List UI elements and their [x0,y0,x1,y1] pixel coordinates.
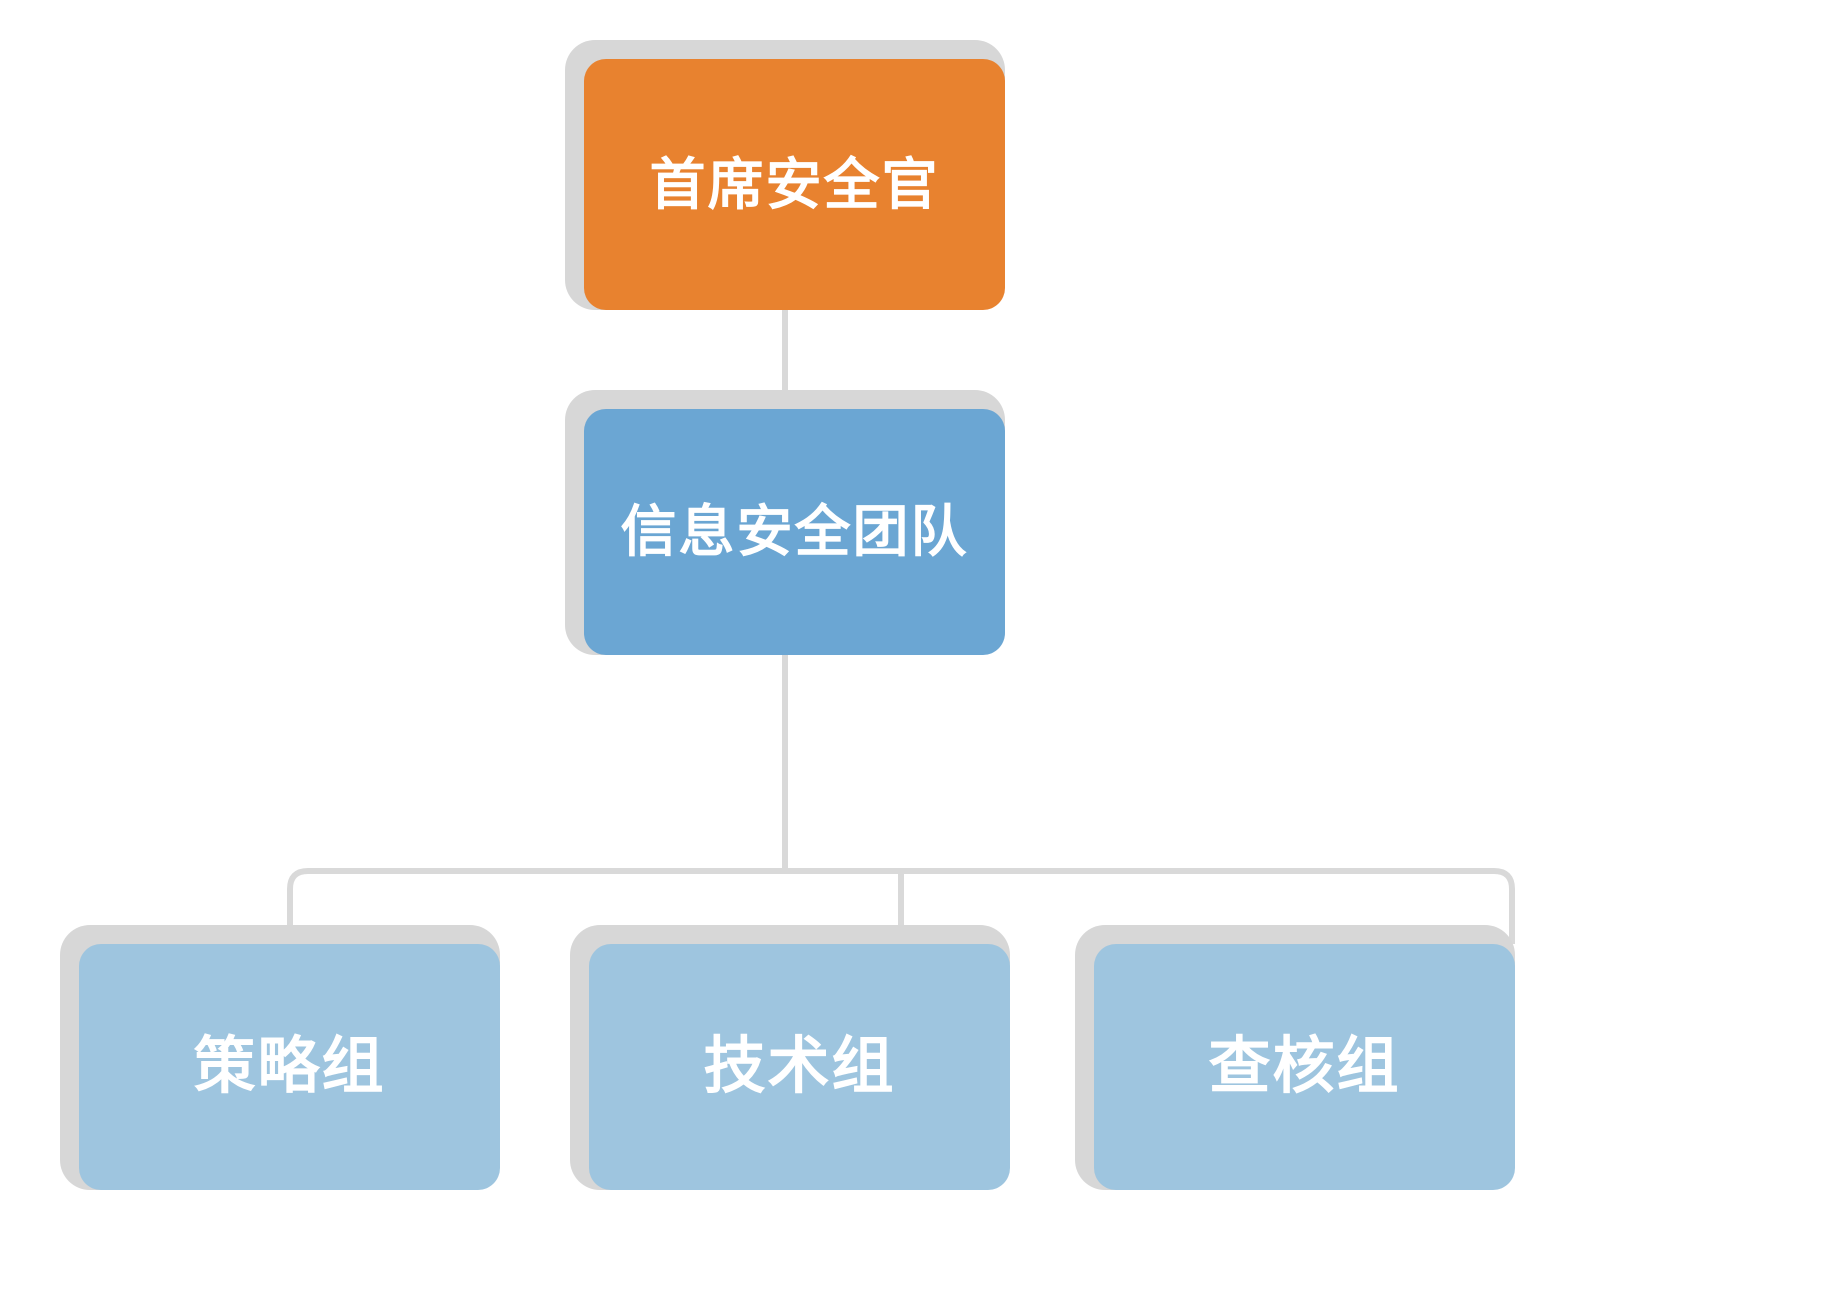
node-body: 技术组 [589,944,1010,1190]
org-node-label-tech: 技术组 [703,1031,896,1101]
node-body: 信息安全团队 [584,409,1005,655]
org-node-policy[interactable]: 策略组 [60,925,500,1190]
node-body: 首席安全官 [584,59,1005,310]
org-node-label-policy: 策略组 [193,1031,386,1101]
org-node-cso[interactable]: 首席安全官 [565,40,1005,310]
org-node-tech[interactable]: 技术组 [570,925,1010,1190]
node-body: 策略组 [79,944,500,1190]
node-body: 查核组 [1094,944,1515,1190]
org-node-label-audit: 查核组 [1208,1031,1401,1101]
org-node-team[interactable]: 信息安全团队 [565,390,1005,655]
org-node-label-team: 信息安全团队 [620,500,969,564]
org-node-label-cso: 首席安全官 [649,152,940,216]
org-node-audit[interactable]: 查核组 [1075,925,1515,1190]
